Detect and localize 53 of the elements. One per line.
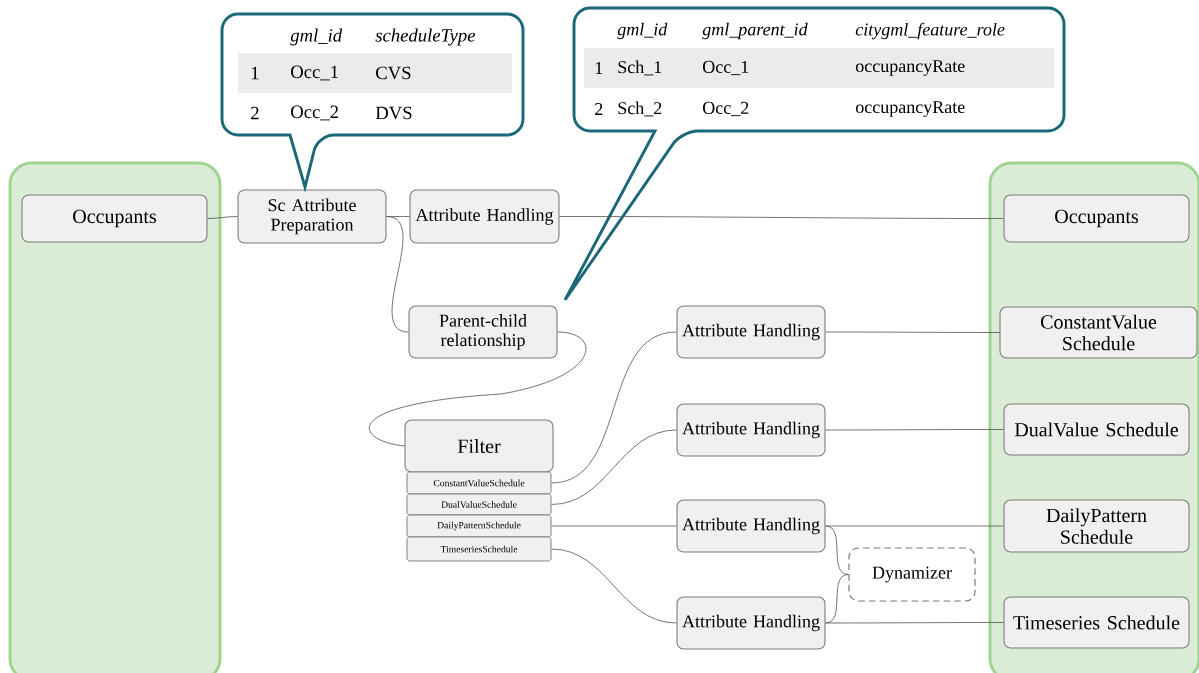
process-box: Parent-child relationship bbox=[408, 305, 558, 359]
process-box: Attribute Handling bbox=[676, 499, 826, 553]
column-header: citygml_feature_role bbox=[855, 22, 1005, 40]
process-box: Occupants bbox=[21, 194, 208, 243]
connector bbox=[551, 331, 677, 484]
column-header: gml_id bbox=[290, 28, 343, 46]
column-header: scheduleType bbox=[375, 28, 476, 46]
table-cell: Occ_1 bbox=[703, 60, 749, 76]
connector bbox=[559, 216, 1004, 219]
optional-box: Dynamizer bbox=[848, 547, 976, 602]
process-box: DualValue Schedule bbox=[1003, 403, 1190, 456]
table-cell: CVS bbox=[376, 66, 411, 80]
output-port: DualValueSchedule bbox=[406, 493, 552, 516]
output-port: ConstantValueSchedule bbox=[406, 471, 552, 495]
process-box: Sc Attribute Preparation bbox=[237, 189, 387, 244]
process-box: DailyPattern Schedule bbox=[1003, 499, 1190, 553]
connector bbox=[825, 331, 1000, 333]
connector bbox=[207, 216, 238, 219]
process-box: Attribute Handling bbox=[676, 305, 826, 359]
table-cell: Sch_1 bbox=[618, 60, 662, 76]
connector bbox=[825, 429, 1004, 431]
table-cell: 1 bbox=[595, 62, 603, 74]
panel-background bbox=[8, 161, 222, 673]
column-header: gml_parent_id bbox=[702, 22, 808, 40]
table-cell: Occ_1 bbox=[291, 65, 338, 81]
process-box: ConstantValue Schedule bbox=[999, 306, 1198, 359]
process-box: Attribute Handling bbox=[676, 596, 826, 650]
output-port: TimeseriesSchedule bbox=[406, 536, 552, 562]
connector bbox=[825, 622, 1004, 624]
connector bbox=[368, 331, 587, 447]
process-box: Attribute Handling bbox=[676, 403, 826, 457]
connector bbox=[551, 548, 677, 624]
table-cell: occupancyRate bbox=[855, 60, 965, 76]
process-box: Timeseries Schedule bbox=[1003, 596, 1190, 649]
table-cell: Occ_2 bbox=[703, 101, 749, 117]
connector bbox=[825, 574, 849, 624]
table-cell: 2 bbox=[251, 106, 259, 120]
connector bbox=[386, 216, 409, 333]
process-box: Occupants bbox=[1003, 194, 1190, 243]
table-cell: DVS bbox=[375, 106, 412, 120]
table-cell: Sch_2 bbox=[618, 101, 662, 117]
connector bbox=[551, 429, 677, 505]
table-cell: Occ_2 bbox=[291, 105, 338, 121]
connector bbox=[825, 525, 849, 575]
output-port: DailyPatternSchedule bbox=[406, 514, 552, 538]
table-cell: 2 bbox=[595, 103, 603, 115]
process-box: Attribute Handling bbox=[409, 189, 560, 244]
connector bbox=[825, 525, 1004, 527]
column-header: gml_id bbox=[617, 22, 668, 40]
table-cell: 1 bbox=[251, 66, 259, 80]
process-box: Filter bbox=[404, 419, 554, 473]
connector bbox=[551, 525, 677, 527]
table-cell: occupancyRate bbox=[855, 101, 965, 117]
